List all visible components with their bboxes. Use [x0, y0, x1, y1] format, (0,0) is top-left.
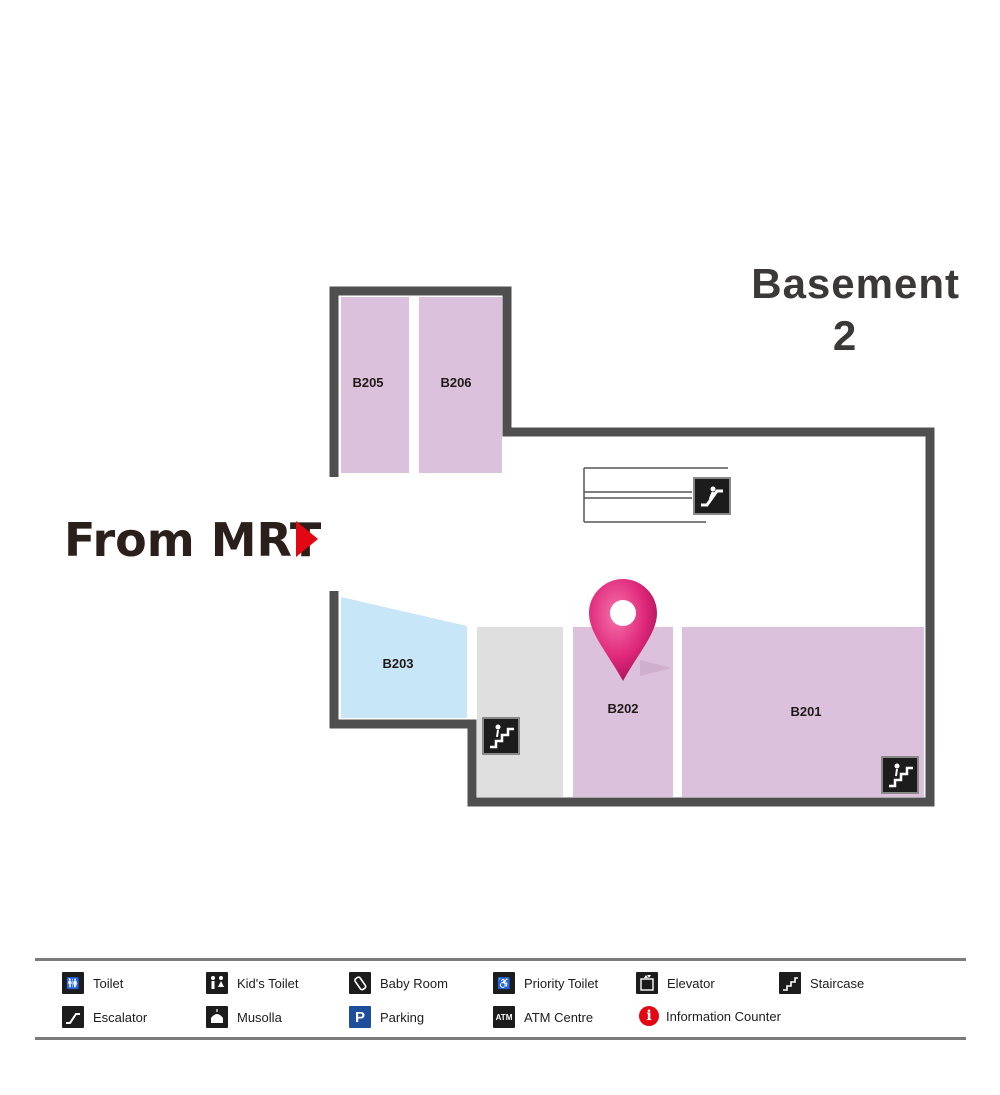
legend-toilet: 🚻 Toilet [62, 972, 123, 994]
unit-b203[interactable] [341, 597, 467, 718]
legend-top-rule [35, 958, 966, 961]
legend-escalator: Escalator [62, 1006, 147, 1028]
staircase-icon [881, 756, 919, 794]
from-mrt-label: From MRT [64, 513, 322, 567]
unit-label-b202: B202 [607, 701, 638, 716]
location-pin-icon [589, 579, 672, 681]
legend-label: Information Counter [666, 1008, 781, 1024]
priority-toilet-icon: ♿ [493, 972, 515, 994]
legend-label: ATM Centre [524, 1009, 594, 1025]
unit-label-b203: B203 [382, 656, 413, 671]
floor-title: Basement 2 [700, 258, 960, 362]
legend-label: Musolla [237, 1009, 282, 1025]
floor-title-line2: 2 [832, 312, 858, 359]
escalator-icon [693, 477, 731, 515]
baby-room-icon [349, 972, 371, 994]
unit-label-b205: B205 [352, 375, 383, 390]
legend-label: Staircase [810, 975, 865, 991]
info-icon: i [639, 1006, 659, 1026]
legend-label: Toilet [93, 975, 124, 991]
staircase-icon [779, 972, 801, 994]
unit-label-b201: B201 [790, 704, 821, 719]
legend-label: Baby Room [380, 975, 448, 991]
parking-icon: P [349, 1006, 371, 1028]
legend-label: Parking [380, 1009, 425, 1025]
unit-label-b206: B206 [440, 375, 471, 390]
elevator-icon [636, 972, 658, 994]
floor-plan: B205 B206 B203 B202 B201 [329, 286, 935, 807]
legend-kids-toilet: Kid's Toilet [206, 972, 299, 994]
legend-label: Kid's Toilet [237, 975, 299, 991]
legend-label: Escalator [93, 1009, 148, 1025]
legend-parking: P Parking [349, 1006, 424, 1028]
legend-elevator: Elevator [636, 972, 715, 994]
floor-title-line1: Basement [751, 260, 960, 307]
legend-label: Elevator [667, 975, 715, 991]
musolla-icon [206, 1006, 228, 1028]
kids-toilet-icon [206, 972, 228, 994]
atm-icon: ATM [493, 1006, 515, 1028]
escalator-icon [62, 1006, 84, 1028]
outer-wall [329, 286, 935, 807]
mrt-direction-arrow-icon [296, 521, 318, 557]
legend-musolla: Musolla [206, 1006, 282, 1028]
unit-b206[interactable] [419, 297, 502, 473]
legend-baby-room: Baby Room [349, 972, 448, 994]
legend-info: i Information Counter [639, 1006, 781, 1026]
legend-priority-toilet: ♿ Priority Toilet [493, 972, 598, 994]
legend-atm: ATM ATM Centre [493, 1006, 593, 1028]
legend-label: Priority Toilet [524, 975, 599, 991]
unit-b205[interactable] [341, 297, 409, 473]
corridor-area [477, 627, 563, 797]
staircase-icon [482, 717, 520, 755]
legend-staircase: Staircase [779, 972, 864, 994]
legend-bottom-rule [35, 1037, 966, 1040]
escalator-lines [583, 467, 728, 523]
toilet-icon: 🚻 [62, 972, 84, 994]
